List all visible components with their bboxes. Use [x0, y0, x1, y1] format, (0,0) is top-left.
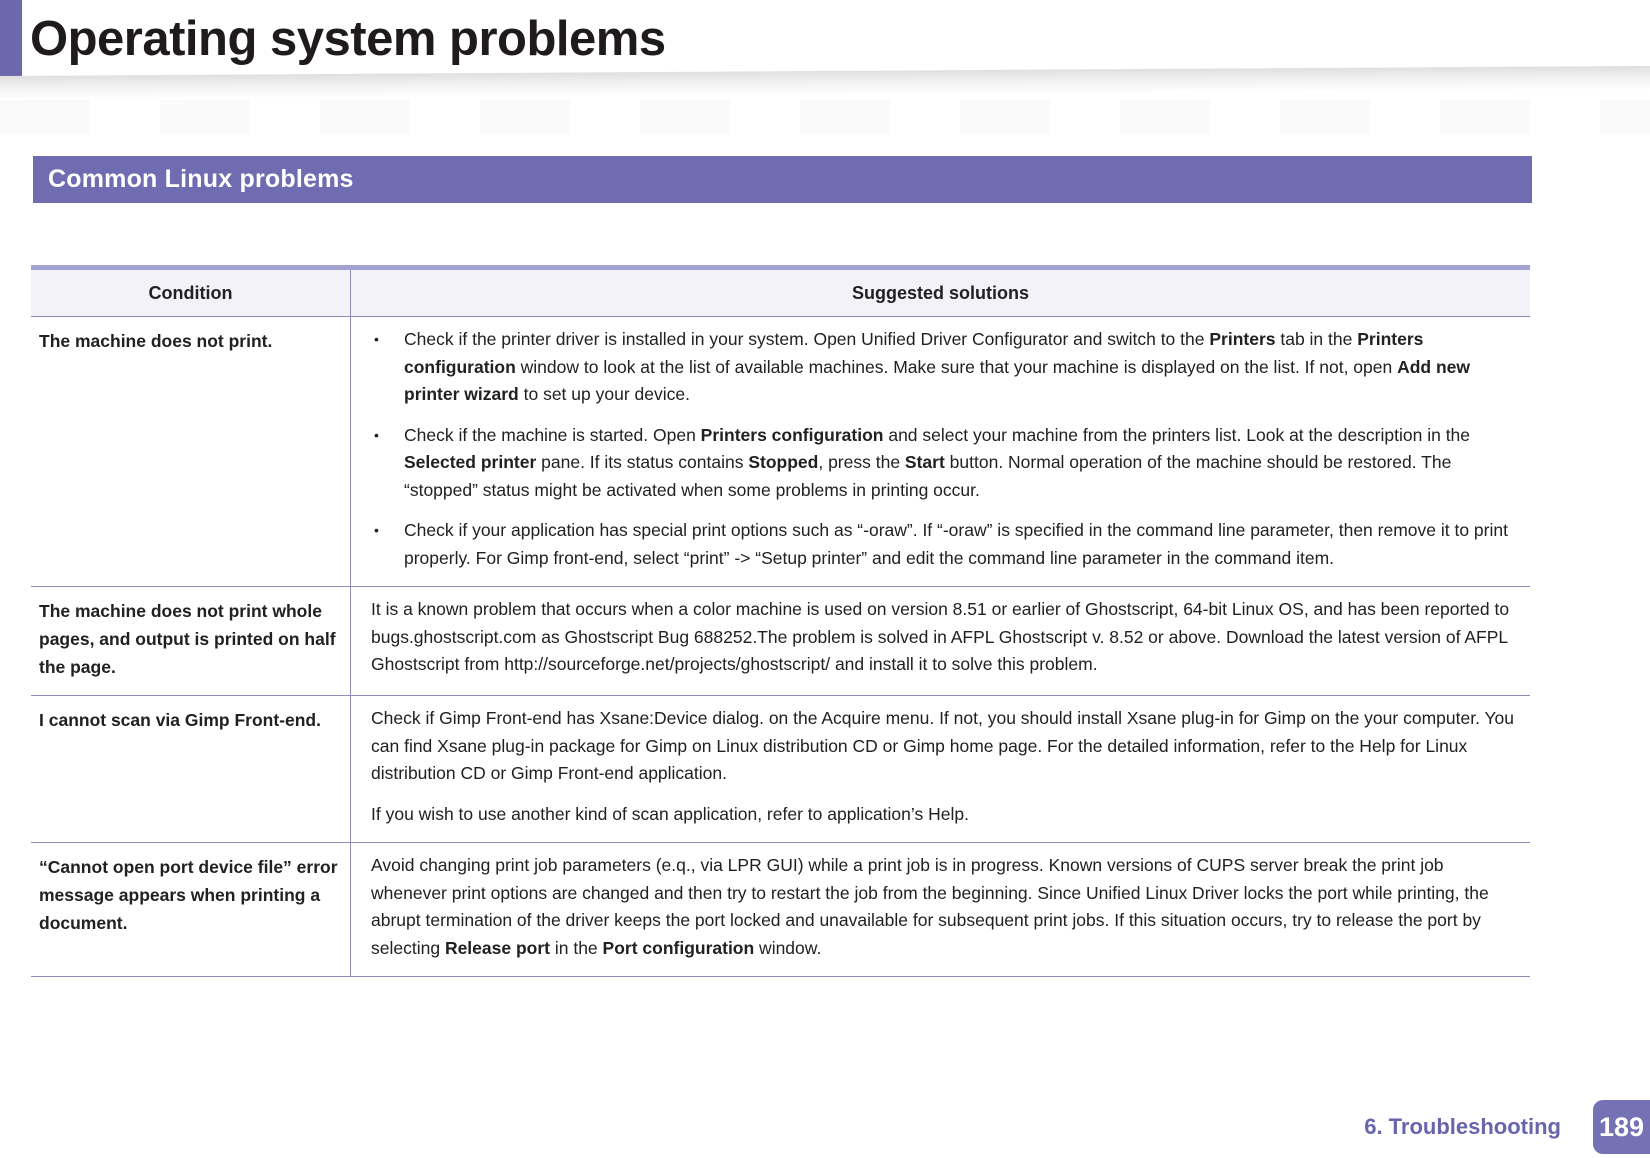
solution-paragraph: Check if Gimp Front-end has Xsane:Device…	[371, 705, 1514, 788]
condition-text: The machine does not print.	[39, 331, 273, 351]
bullet-icon: •	[374, 522, 379, 538]
page-footer: 6. Troubleshooting 189	[1364, 1100, 1650, 1154]
condition-cell: The machine does not print.	[31, 317, 351, 586]
solutions-cell: Check if Gimp Front-end has Xsane:Device…	[351, 696, 1530, 842]
title-band-texture	[0, 100, 1650, 134]
condition-text: “Cannot open port device file” error mes…	[39, 857, 338, 933]
solution-text: Check if the printer driver is installed…	[404, 329, 1471, 404]
solution-paragraph: Avoid changing print job parameters (e.q…	[371, 852, 1514, 962]
solutions-cell: • Check if the printer driver is installe…	[351, 317, 1530, 586]
table-row: The machine does not print. • Check if th…	[31, 317, 1530, 586]
bullet-icon: •	[374, 331, 379, 347]
section-heading: Common Linux problems	[48, 165, 354, 193]
table-row: I cannot scan via Gimp Front-end. Check …	[31, 695, 1530, 842]
bullet-icon: •	[374, 426, 379, 443]
table-header-row: Condition Suggested solutions	[31, 270, 1530, 317]
solution-bullet-item: • Check if the printer driver is installe…	[371, 326, 1514, 409]
solution-paragraph: If you wish to use another kind of scan …	[371, 801, 1514, 829]
solution-text: Check if your application has special pr…	[404, 520, 1508, 568]
title-accent-bar	[0, 0, 22, 92]
condition-cell: The machine does not print whole pages, …	[31, 587, 351, 695]
solution-bullet-item: • Check if the machine is started. Open P…	[371, 422, 1514, 505]
solution-text: If you wish to use another kind of scan …	[371, 803, 969, 824]
condition-text: The machine does not print whole pages, …	[39, 601, 336, 677]
footer-chapter-label: 6. Troubleshooting	[1364, 1114, 1561, 1139]
column-header-condition: Condition	[31, 270, 351, 316]
solution-text: Avoid changing print job parameters (e.q…	[371, 855, 1489, 958]
solution-text: Check if Gimp Front-end has Xsane:Device…	[371, 708, 1515, 783]
solution-text: Check if the machine is started. Open Pr…	[404, 424, 1471, 500]
table-row: “Cannot open port device file” error mes…	[31, 842, 1530, 976]
problems-table: Condition Suggested solutions The machin…	[31, 265, 1530, 977]
condition-text: I cannot scan via Gimp Front-end.	[39, 710, 321, 730]
page-number-badge: 189	[1593, 1100, 1650, 1154]
solution-bullet-item: • Check if your application has special p…	[371, 517, 1514, 572]
solution-text: It is a known problem that occurs when a…	[371, 599, 1510, 674]
page-title: Operating system problems	[30, 12, 666, 66]
solutions-cell: Avoid changing print job parameters (e.q…	[351, 843, 1530, 976]
solution-paragraph: It is a known problem that occurs when a…	[371, 596, 1514, 679]
table-body: The machine does not print. • Check if th…	[31, 317, 1530, 976]
table-row: The machine does not print whole pages, …	[31, 586, 1530, 695]
condition-cell: I cannot scan via Gimp Front-end.	[31, 696, 351, 842]
solutions-cell: It is a known problem that occurs when a…	[351, 587, 1530, 695]
condition-cell: “Cannot open port device file” error mes…	[31, 843, 351, 976]
section-banner: Common Linux problems	[33, 156, 1532, 203]
column-header-solutions: Suggested solutions	[851, 282, 1029, 303]
